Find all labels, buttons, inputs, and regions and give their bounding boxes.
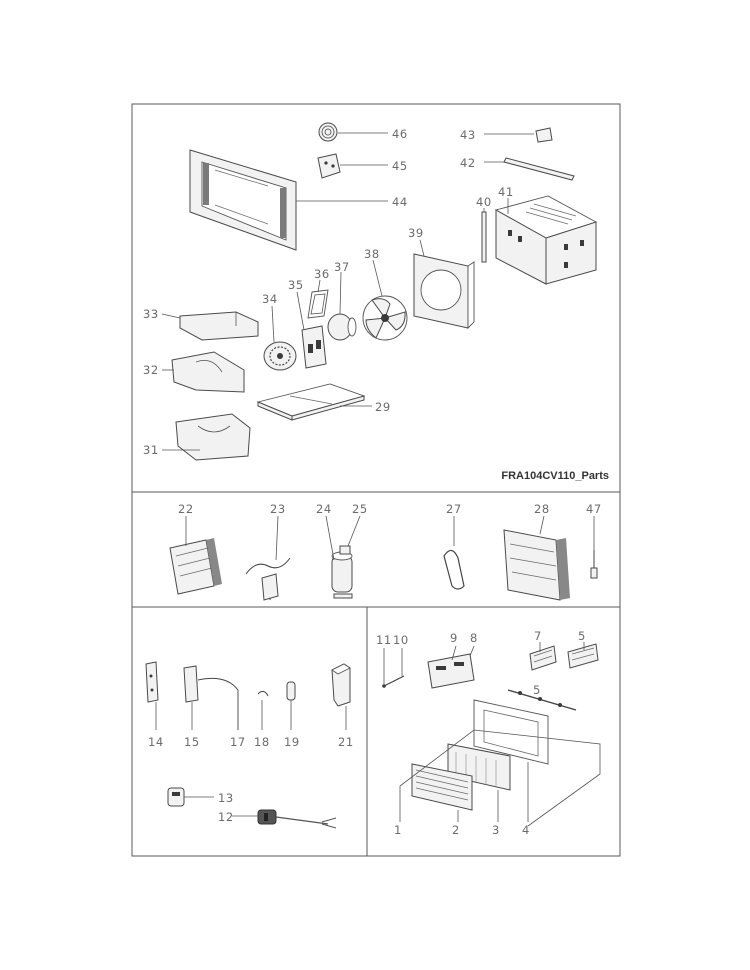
callout-27: 27: [446, 502, 462, 516]
callout-8: 8: [470, 631, 478, 645]
callout-43: 43: [460, 128, 476, 142]
part-22-evaporator-coil: [169, 516, 222, 595]
callout-14: 14: [148, 735, 164, 749]
callout-12: 12: [218, 810, 234, 824]
part-7-louver: [529, 642, 557, 671]
part-45-bracket: [317, 153, 388, 179]
part-19-thermistor: [286, 681, 296, 730]
callout-10: 10: [393, 633, 409, 647]
callout-45: 45: [392, 159, 408, 173]
part-10-screw: [382, 648, 405, 688]
part-43-clip: [484, 127, 553, 143]
callout-33: 33: [143, 307, 159, 321]
part-14-control-board: [145, 661, 159, 730]
callout-5a: 5: [578, 629, 586, 643]
diagram-title: FRA104CV110_Parts: [501, 470, 609, 482]
part-39-shroud: [413, 239, 475, 330]
callout-29: 29: [375, 400, 391, 414]
part-34-blower-wheel: [263, 305, 297, 371]
callout-35: 35: [288, 278, 304, 292]
part-42-rail: [484, 157, 575, 181]
callout-28: 28: [534, 502, 550, 516]
part-38-fan-blade: [362, 259, 408, 341]
callout-1: 1: [394, 823, 402, 837]
part-21-control-box: [331, 663, 351, 730]
callout-47: 47: [586, 502, 602, 516]
callout-21: 21: [338, 735, 354, 749]
callout-17: 17: [230, 735, 246, 749]
part-47-sensor: [590, 516, 598, 579]
callout-18: 18: [254, 735, 270, 749]
callout-38: 38: [364, 247, 380, 261]
part-5-louver-rod: [507, 689, 577, 711]
part-4-front-panel: [473, 699, 549, 822]
callout-36: 36: [314, 267, 330, 281]
part-44-window-frame: [189, 149, 388, 251]
part-32-scroll-housing: [162, 351, 245, 393]
callout-31: 31: [143, 443, 159, 457]
part-31-lower-housing: [162, 413, 251, 461]
callout-24: 24: [316, 502, 332, 516]
callout-42: 42: [460, 156, 476, 170]
callout-39: 39: [408, 226, 424, 240]
callout-11: 11: [376, 633, 392, 647]
part-13-remote: [167, 787, 214, 807]
part-17-wire-harness: [197, 677, 239, 730]
callout-13: 13: [218, 791, 234, 805]
callout-46: 46: [392, 127, 408, 141]
callout-4: 4: [522, 823, 530, 837]
part-40-rod: [481, 208, 487, 263]
callout-41: 41: [498, 185, 514, 199]
part-35-motor-bracket: [296, 291, 327, 369]
callout-44: 44: [392, 195, 408, 209]
part-12-power-cord: [232, 809, 337, 829]
callout-5b: 5: [533, 683, 541, 697]
callout-40: 40: [476, 195, 492, 209]
callout-19: 19: [284, 735, 300, 749]
callout-2: 2: [452, 823, 460, 837]
part-1-front-assembly: [399, 729, 601, 827]
part-46-coil: [318, 122, 388, 142]
part-25-compressor-cap: [339, 515, 361, 555]
part-9-control-panel: [427, 645, 475, 689]
callout-22: 22: [178, 502, 194, 516]
part-33-duct-top: [161, 311, 259, 341]
part-27-capillary-loop: [443, 516, 465, 590]
callout-3: 3: [492, 823, 500, 837]
part-37-motor: [327, 271, 357, 341]
callout-9: 9: [450, 631, 458, 645]
callout-32: 32: [143, 363, 159, 377]
part-24-compressor: [325, 515, 353, 599]
part-2-grille: [411, 763, 473, 822]
part-18-clip: [257, 690, 269, 730]
callout-34: 34: [262, 292, 278, 306]
part-29-base-pan: [256, 383, 372, 421]
callout-23: 23: [270, 502, 286, 516]
callout-37: 37: [334, 260, 350, 274]
part-15-display-board: [183, 665, 199, 730]
part-36-gasket: [307, 279, 329, 319]
callout-15: 15: [184, 735, 200, 749]
callout-7: 7: [534, 629, 542, 643]
part-41-cabinet: [494, 195, 598, 285]
outer-frame: [131, 103, 621, 857]
part-23-tubing: [245, 515, 291, 601]
part-5-louver: [567, 642, 599, 669]
part-28-condenser-coil: [503, 515, 570, 601]
callout-25: 25: [352, 502, 368, 516]
